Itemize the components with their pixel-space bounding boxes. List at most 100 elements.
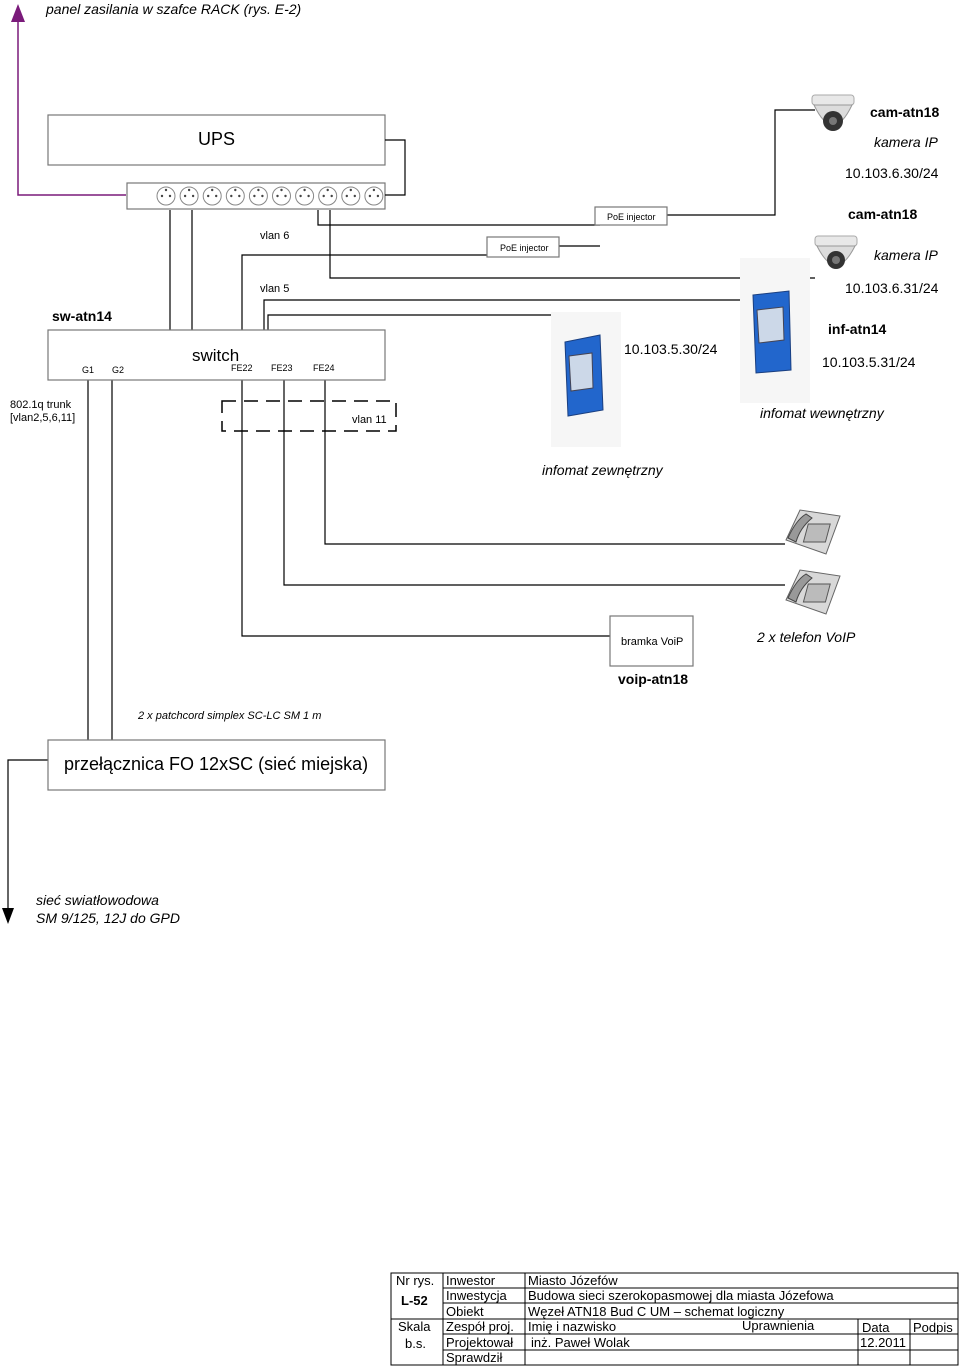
socket-icon [202, 186, 222, 206]
tb-sprawdzil-label: Sprawdził [446, 1350, 502, 1365]
socket-pin [349, 188, 352, 192]
socket-pin [168, 194, 172, 198]
wires [2, 109, 815, 924]
kiosk-external-icon [551, 312, 621, 447]
trunk-label-1: 802.1q trunk [10, 399, 72, 411]
voip-gateway-box [609, 615, 694, 667]
switch-name: sw-atn14 [52, 308, 112, 324]
tb-data-label: Data [862, 1320, 890, 1335]
patchcord-label: 2 x patchcord simplex SC-LC SM 1 m [137, 710, 321, 722]
poe-injector-2-label: PoE injector [500, 243, 549, 253]
socket-icon [179, 186, 199, 206]
kiosk-external-label: infomat zewnętrzny [542, 462, 664, 478]
power-panel-label: panel zasilania w szafce RACK (rys. E-2) [45, 1, 301, 17]
socket-pin [299, 194, 302, 198]
switch-label: switch [192, 346, 239, 365]
poe-injector-1-label: PoE injector [607, 212, 656, 222]
vlan5-label: vlan 5 [260, 283, 289, 295]
camera-1-type: kamera IP [874, 134, 938, 150]
tb-podpis-label: Podpis [913, 1320, 953, 1335]
tb-skala-value: b.s. [405, 1336, 426, 1351]
voip-gateway-label: bramka VoiP [621, 636, 683, 648]
socket-pin [326, 188, 329, 192]
tb-inwestycja-label: Inwestycja [446, 1288, 507, 1303]
socket-pin [353, 194, 356, 198]
socket-pin [160, 194, 164, 198]
trunk-label-2: [vlan2,5,6,11] [10, 412, 75, 424]
socket-pin [280, 188, 283, 192]
tb-skala-label: Skala [398, 1319, 431, 1334]
socket-pin [257, 188, 260, 192]
camera-2-name: cam-atn18 [848, 206, 917, 222]
socket-pin [284, 194, 287, 198]
socket-pin [191, 194, 195, 198]
socket-pin [230, 194, 233, 198]
tb-uprawnienia-label: Uprawnienia [742, 1318, 815, 1333]
socket-pin [376, 194, 380, 198]
tb-zespol-label: Zespół proj. [446, 1319, 514, 1334]
socket-icon [225, 186, 245, 206]
voip-phones-label: 2 x telefon VoIP [756, 629, 856, 645]
socket-icon [272, 186, 291, 206]
port-fe24: FE24 [313, 363, 335, 373]
voip-name: voip-atn18 [618, 671, 688, 687]
socket-pin [276, 194, 279, 198]
camera-1-name: cam-atn18 [870, 104, 939, 120]
socket-pin [261, 194, 264, 198]
vlan11-box [221, 400, 397, 432]
socket-pin [307, 194, 310, 198]
socket-pin [368, 194, 372, 198]
tb-nr-rys-label: Nr rys. [396, 1273, 434, 1288]
camera-1-ip: 10.103.6.30/24 [845, 165, 939, 181]
kiosk-internal-icon [740, 258, 810, 403]
kiosk-internal-label: infomat wewnętrzny [760, 405, 885, 421]
poe-injector-1 [594, 206, 668, 226]
socket-pin [330, 194, 333, 198]
socket-pin [211, 188, 214, 192]
tb-imie-label: Imię i nazwisko [528, 1319, 616, 1334]
ups-label: UPS [198, 129, 235, 149]
tb-projektowal-label: Projektował [446, 1335, 513, 1350]
socket-pin [183, 194, 187, 198]
socket-icon [295, 186, 315, 206]
power-strip [126, 182, 386, 210]
port-fe22: FE22 [231, 363, 253, 373]
tb-inwestycja-value: Budowa sieci szerokopasmowej dla miasta … [528, 1288, 834, 1303]
ups-box [47, 114, 386, 166]
socket-pin [164, 188, 168, 192]
kiosk-external-ip: 10.103.5.30/24 [624, 341, 718, 357]
camera-2-icon [814, 235, 858, 269]
patch-panel-label: przełącznica FO 12xSC (sieć miejska) [64, 754, 368, 774]
socket-icon [364, 186, 384, 206]
camera-2-ip: 10.103.6.31/24 [845, 280, 939, 296]
socket-pin [234, 188, 237, 192]
power-line [11, 4, 126, 196]
port-g2: G2 [112, 365, 124, 375]
socket-pin [238, 194, 241, 198]
switch-box [47, 329, 386, 381]
tb-date-value: 12.2011 [860, 1335, 906, 1350]
vlan6-label: vlan 6 [260, 230, 289, 242]
patch-panel-box [47, 739, 386, 791]
tb-projektowal-value: inż. Paweł Wolak [531, 1335, 630, 1350]
socket-pin [207, 194, 210, 198]
socket-pin [187, 188, 191, 192]
socket-pin [253, 194, 256, 198]
socket-pin [345, 194, 348, 198]
socket-pin [215, 194, 218, 198]
phone-2-icon [785, 569, 841, 615]
camera-1-icon [811, 94, 855, 131]
fiber-label-1: sieć swiatłowodowa [36, 892, 159, 908]
socket-pin [372, 188, 376, 192]
tb-obiekt-value: Węzeł ATN18 Bud C UM – schemat logiczny [528, 1304, 785, 1319]
poe-injector-2 [486, 236, 560, 258]
socket-icon [156, 186, 176, 206]
socket-icon [341, 186, 361, 206]
socket-icon [248, 186, 268, 206]
tb-inwestor-value: Miasto Józefów [528, 1273, 618, 1288]
kiosk-internal-ip: 10.103.5.31/24 [822, 354, 916, 370]
port-fe23: FE23 [271, 363, 293, 373]
kiosk-internal-name: inf-atn14 [828, 321, 887, 337]
tb-nr-rys-value: L-52 [401, 1293, 428, 1308]
